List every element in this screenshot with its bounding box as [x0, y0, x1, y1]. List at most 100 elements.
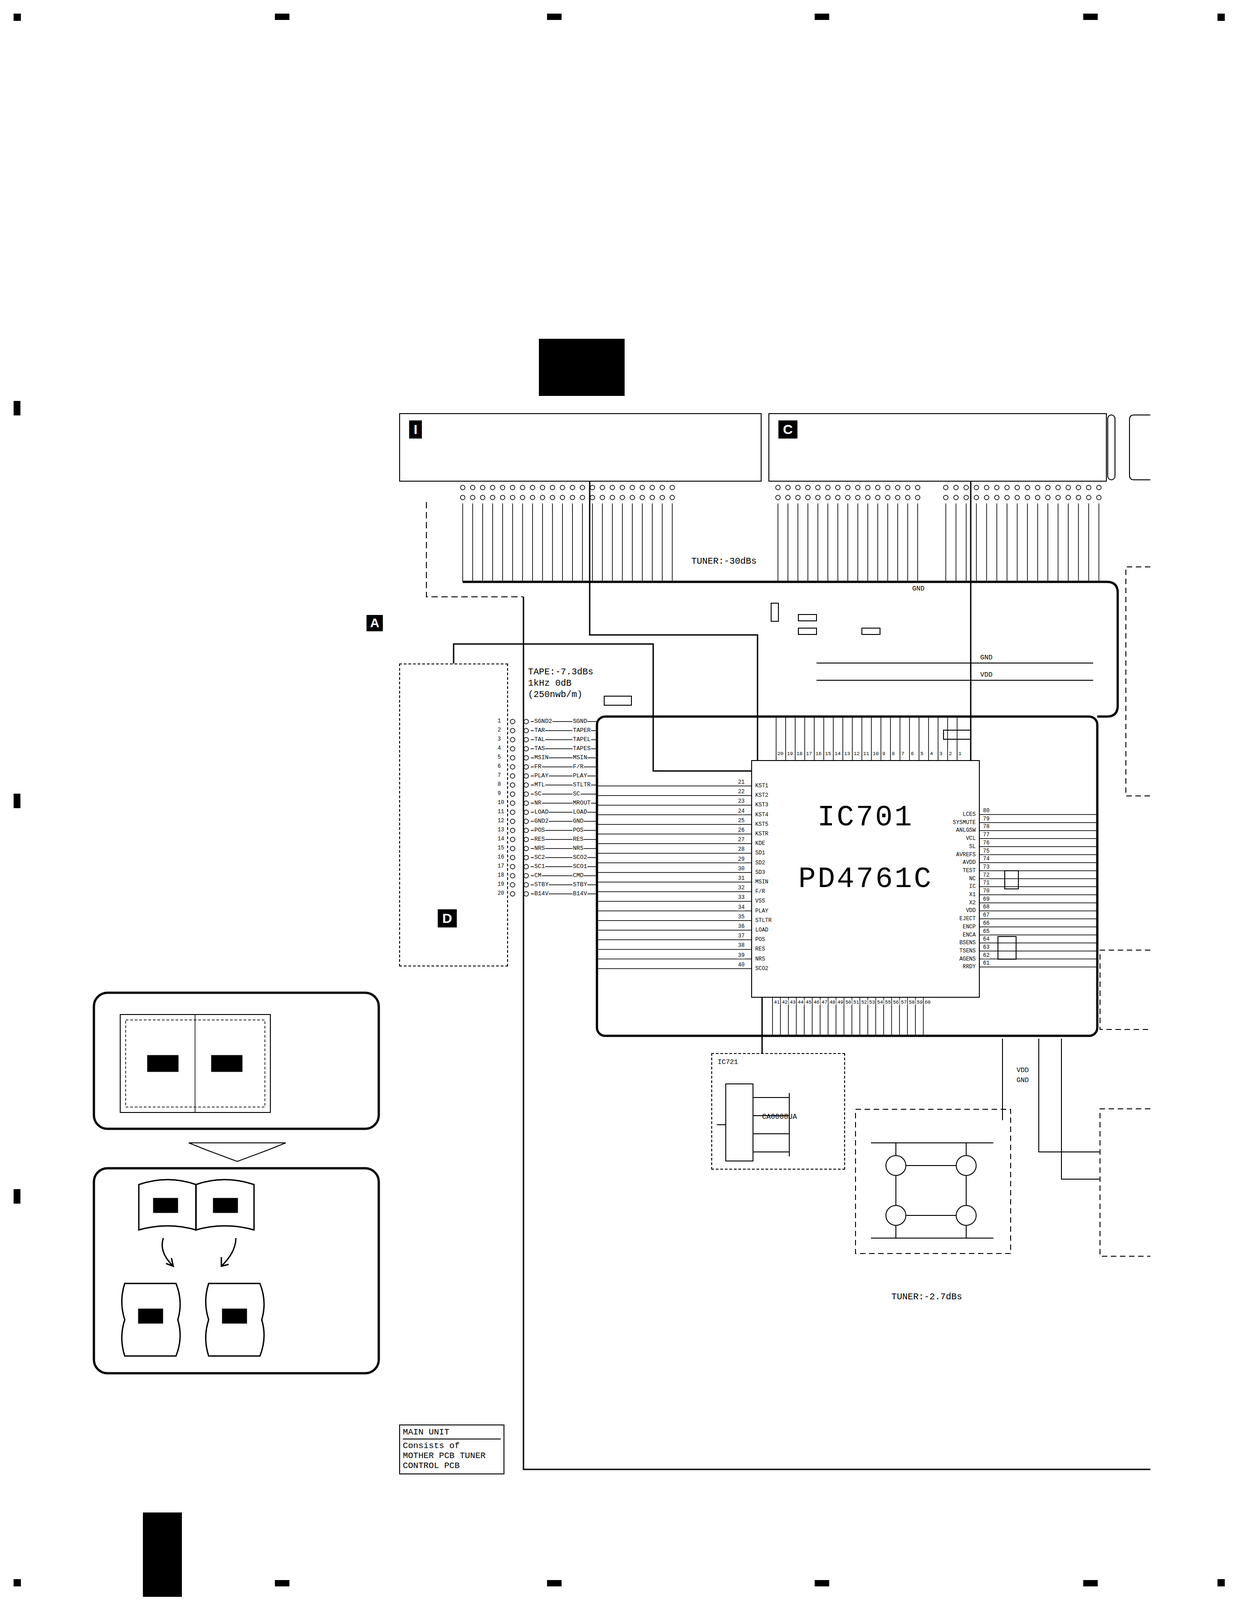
signal-name: TAPEL: [572, 736, 592, 744]
wire: [979, 902, 1098, 904]
pin-number: 44: [797, 999, 805, 1006]
box-title: IC721: [717, 1058, 739, 1067]
connector-pin: [510, 810, 515, 815]
pin-number: 23: [737, 798, 745, 805]
pin-name: VDD: [965, 907, 977, 915]
pin-name: KSTR: [754, 831, 769, 838]
wire: [596, 891, 752, 893]
signal-name: F/R: [572, 763, 584, 771]
connector-box: D: [399, 663, 509, 967]
board-boundary: [1100, 1109, 1151, 1257]
pin-number: 61: [982, 960, 990, 967]
pin-number: 24: [737, 808, 745, 815]
guide-sheet: [120, 1014, 271, 1113]
connector-pin: [895, 495, 900, 500]
wire: [596, 968, 752, 970]
connector-pin: [523, 719, 529, 724]
wire: [899, 716, 901, 761]
connector-pin: [650, 485, 655, 490]
wire: [596, 872, 752, 874]
pin-name: X1: [968, 891, 977, 899]
signal-name: FR: [533, 763, 543, 771]
wire: [867, 503, 869, 582]
connector-pin: [1025, 495, 1030, 500]
wire: [979, 878, 1098, 880]
wire: [817, 503, 819, 582]
wire: [542, 503, 543, 582]
connector-pin: [1056, 485, 1061, 490]
box-text: CA0008UA: [762, 1113, 797, 1122]
connector-pin: [630, 495, 635, 500]
wire: [861, 716, 863, 761]
connector-pin: [984, 495, 989, 500]
connector-pin: [510, 828, 515, 833]
signal-name: MTL: [533, 781, 546, 789]
registration-mark: [547, 1580, 562, 1587]
wire: [581, 503, 583, 582]
connector-pin: [523, 864, 529, 870]
connector-pin: [470, 485, 475, 490]
wire: [596, 939, 752, 941]
signal-name: SC: [572, 790, 581, 798]
pin-number: 56: [892, 999, 900, 1006]
connector-pin: [523, 846, 529, 851]
wire: [807, 503, 809, 582]
wire: [1026, 503, 1028, 582]
pin-number: 4: [929, 751, 934, 757]
pin-number: 22: [737, 788, 745, 796]
connector-pin: [510, 792, 515, 797]
connector-pin: [963, 485, 969, 490]
wire: [462, 503, 464, 582]
connector-pin: [523, 891, 529, 897]
connector-pin: [510, 846, 515, 851]
pin-name: ENCA: [962, 932, 977, 939]
wire: [596, 824, 752, 826]
wire: [596, 795, 752, 797]
wire: [492, 503, 494, 582]
connector-pin: [560, 485, 565, 490]
registration-mark: [13, 793, 21, 809]
pin-name: ENCP: [962, 924, 977, 931]
resistor-symbol: [771, 603, 779, 622]
connector-pin: [875, 495, 881, 500]
pin-number: 10: [872, 751, 880, 757]
guide-block: [153, 1198, 178, 1213]
pin-name: SL: [968, 843, 977, 851]
pin-number: 10: [497, 799, 505, 807]
wire: [887, 503, 889, 582]
wiring: [426, 415, 1151, 1470]
wire: [1067, 503, 1069, 582]
wire: [1016, 503, 1018, 582]
signal-name: SGND2: [533, 718, 553, 725]
level-note: TUNER:-30dBs: [690, 556, 758, 567]
connector-pin: [580, 485, 585, 490]
level-note: 1kHz 0dB: [527, 678, 573, 689]
connector-pin: [825, 495, 831, 500]
guide-block: [147, 1055, 179, 1072]
wire: [1037, 503, 1039, 582]
board-boundary: [855, 1109, 1011, 1254]
pin-number: 60: [924, 999, 932, 1006]
wire: [651, 503, 653, 582]
connector-pin: [669, 495, 675, 500]
wire: [842, 716, 844, 761]
signal-name: TAPER: [572, 727, 592, 734]
connector-pin: [915, 495, 920, 500]
guide-arrow: [221, 1238, 236, 1267]
connector-pin: [1025, 485, 1030, 490]
pin-number: 80: [982, 807, 990, 815]
registration-marks: [13, 13, 1225, 1598]
pin-number: 21: [737, 779, 745, 786]
pin-name: KST5: [754, 821, 769, 828]
connector-pin: [510, 719, 515, 724]
pin-number: 42: [781, 999, 789, 1006]
pin-name: NC: [968, 875, 977, 883]
wire: [804, 716, 806, 761]
wire: [996, 503, 998, 582]
wire: [827, 503, 829, 582]
connector-pin: [580, 495, 585, 500]
board-boundary: [1100, 950, 1151, 1030]
connector-pin: [660, 495, 665, 500]
pin-number: 52: [860, 999, 868, 1006]
